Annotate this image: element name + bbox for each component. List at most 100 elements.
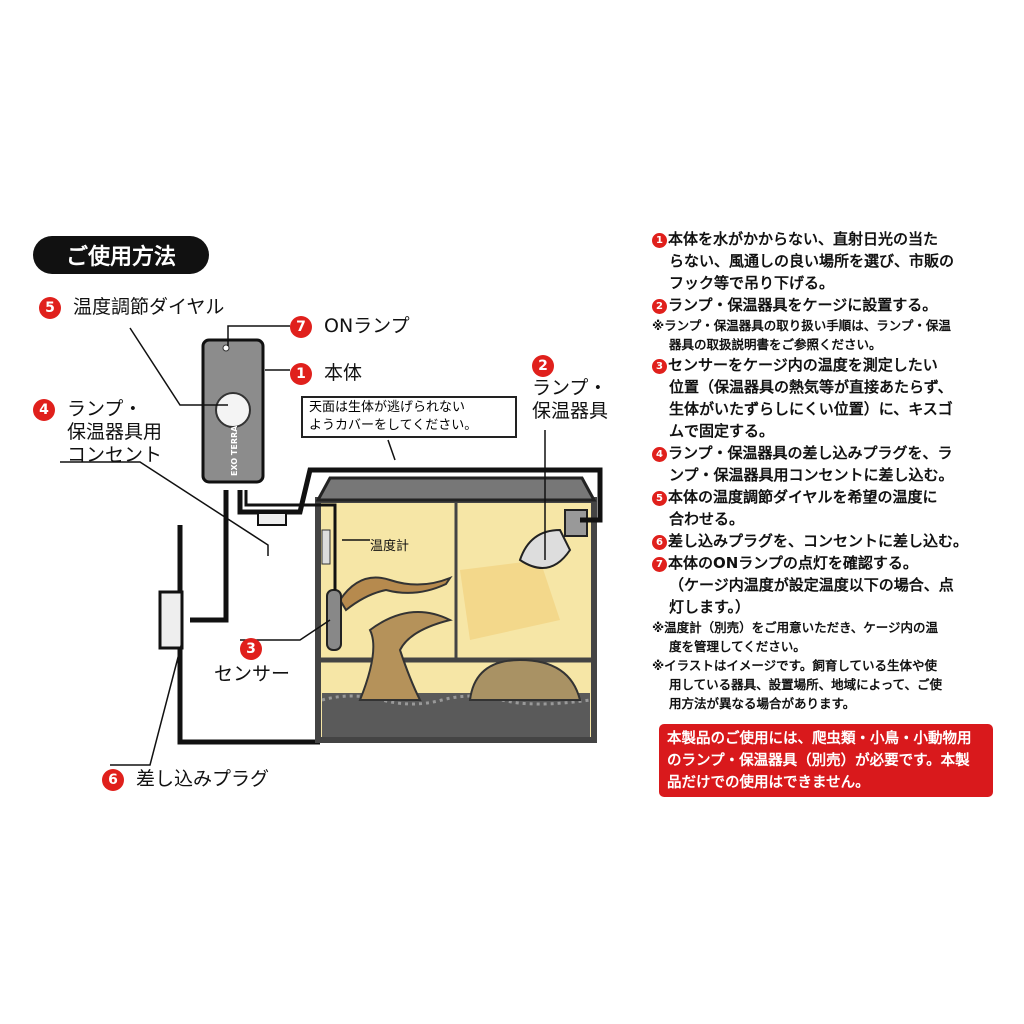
label-sensor-text: センサー	[214, 663, 291, 685]
step-text: （ケージ内温度が設定温度以下の場合、点	[669, 576, 954, 594]
label-sensor: 3	[240, 637, 262, 660]
label-text: ランプ・	[532, 377, 608, 399]
step-text: 合わせる。	[669, 510, 745, 528]
step-text: ムで固定する。	[669, 422, 775, 440]
label-text: 本体	[324, 362, 363, 384]
cover-callout: 天面は生体が逃げられないようカバーをしてください。	[301, 396, 517, 438]
step-text: ランプ・保温器具をケージに設置する。	[668, 296, 938, 314]
step-line: ンプ・保温器具用コンセントに差し込む。	[652, 464, 1017, 486]
step-text: ※イラストはイメージです。飼育している生体や使	[652, 658, 938, 673]
step-number-badge: 3	[652, 359, 667, 374]
note-line: 度を管理してください。	[652, 637, 1017, 656]
on-lamp-indicator	[222, 344, 230, 352]
note-line: 用方法が異なる場合があります。	[652, 694, 1017, 713]
thermometer	[321, 529, 331, 565]
setup-illustration: EXO TERRA	[60, 325, 603, 766]
warning-line: 本製品のご使用には、爬虫類・小鳥・小動物用	[667, 731, 972, 747]
label-text: 保温器具用	[67, 421, 163, 443]
label-text: 温度調節ダイヤル	[73, 296, 225, 318]
step-line: フック等で吊り下げる。	[652, 272, 1017, 294]
device-logo: EXO TERRA	[230, 425, 239, 476]
number-badge: 6	[102, 768, 124, 791]
label-plug: 6 差し込みプラグ	[102, 768, 269, 791]
step-text: 差し込みプラグを、コンセントに差し込む。	[668, 532, 969, 550]
step-text: 器具の取扱説明書をご参照ください。	[669, 337, 882, 352]
label-thermometer: 温度計	[370, 539, 410, 554]
step-line: 位置（保温器具の熱気等が直接あたらず、	[652, 376, 1017, 398]
step-text: 本体のONランプの点灯を確認する。	[668, 554, 918, 572]
controller-device: EXO TERRA	[201, 338, 265, 484]
step-line: らない、風通しの良い場所を選び、市販の	[652, 250, 1017, 272]
step-text: 度を管理してください。	[669, 639, 806, 654]
terrarium	[315, 476, 597, 743]
callout-line: ようカバーをしてください。	[309, 418, 478, 433]
label-text: 差し込みプラグ	[136, 768, 270, 790]
number-badge: 7	[290, 315, 312, 338]
note-line: 用している器具、設置場所、地域によって、ご使	[652, 675, 1017, 694]
label-text: ランプ・	[67, 398, 143, 420]
step-text: 灯します。）	[669, 598, 751, 616]
step-number-badge: 2	[652, 299, 667, 314]
step-text: 生体がいたずらしにくい位置）に、キスゴ	[669, 400, 953, 418]
number-badge: 4	[33, 398, 55, 421]
note-line: ※イラストはイメージです。飼育している生体や使	[652, 656, 1017, 675]
rock-hide	[468, 658, 582, 701]
step-text: ※温度計（別売）をご用意いただき、ケージ内の温	[652, 620, 939, 635]
warning-box: 本製品のご使用には、爬虫類・小鳥・小動物用 のランプ・保温器具（別売）が必要です…	[659, 724, 993, 797]
page-title: ご使用方法	[33, 236, 209, 274]
number-badge: 5	[39, 296, 61, 319]
number-badge: 3	[240, 637, 262, 660]
note-line: ※ランプ・保温器具の取り扱い手順は、ランプ・保温	[652, 316, 1017, 335]
lamp-cable	[237, 467, 603, 523]
number-badge: 1	[290, 362, 312, 385]
outlet-plug	[257, 512, 287, 526]
step-text: 用している器具、設置場所、地域によって、ご使	[669, 677, 943, 692]
label-text: コンセント	[67, 444, 163, 466]
step-text: 本体を水がかからない、直射日光の当た	[668, 230, 939, 248]
step-number-badge: 6	[652, 535, 667, 550]
label-main-unit: 1 本体	[290, 362, 362, 385]
leader-lines	[60, 325, 546, 766]
step-text: 用方法が異なる場合があります。	[669, 696, 856, 711]
step-line: 灯します。）	[652, 596, 1017, 618]
step-text: ※ランプ・保温器具の取り扱い手順は、ランプ・保温	[652, 318, 951, 333]
note-line: 器具の取扱説明書をご参照ください。	[652, 335, 1017, 354]
warning-line: のランプ・保温器具（別売）が必要です。本製	[667, 753, 970, 769]
step-number-badge: 5	[652, 491, 667, 506]
step-text: フック等で吊り下げる。	[669, 274, 835, 292]
label-text: ONランプ	[324, 315, 410, 337]
wall-outlet	[158, 590, 184, 650]
note-line: ※温度計（別売）をご用意いただき、ケージ内の温	[652, 618, 1017, 637]
lizard	[338, 575, 453, 612]
temperature-dial	[215, 392, 251, 428]
step-number-badge: 4	[652, 447, 667, 462]
heat-glow	[460, 560, 560, 640]
warning-line: 品だけでの使用はできません。	[667, 775, 870, 791]
number-badge: 2	[532, 354, 554, 377]
label-on-lamp: 7 ONランプ	[290, 315, 410, 338]
step-text: 本体の温度調節ダイヤルを希望の温度に	[668, 488, 938, 506]
branch	[358, 611, 453, 701]
step-text: ランプ・保温器具の差し込みプラグを、ラ	[668, 444, 953, 462]
step-line: 合わせる。	[652, 508, 1017, 530]
step-line: 生体がいたずらしにくい位置）に、キスゴ	[652, 398, 1017, 420]
step-text: 位置（保温器具の熱気等が直接あたらず、	[669, 378, 953, 396]
step-number-badge: 1	[652, 233, 667, 248]
step-line: ムで固定する。	[652, 420, 1017, 442]
step-number-badge: 7	[652, 557, 667, 572]
label-lamp-outlet: 4 ランプ・保温器具用コンセント	[33, 398, 162, 467]
sensor-cable	[244, 490, 337, 590]
step-line: （ケージ内温度が設定温度以下の場合、点	[652, 574, 1017, 596]
step-text: らない、風通しの良い場所を選び、市販の	[669, 252, 955, 270]
step-text: センサーをケージ内の温度を測定したい	[668, 356, 938, 374]
